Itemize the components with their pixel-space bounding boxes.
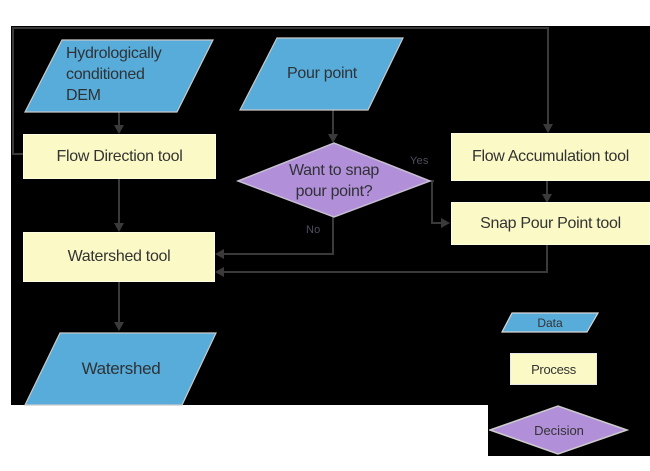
edge-snap-to-watershedtool-vertical (546, 244, 548, 273)
snap-pour-point-tool-label: Snap Pour Point tool (480, 214, 621, 232)
watershed-tool-label: Watershed tool (67, 248, 171, 265)
arrowhead-into-watershed-tool-upper (215, 249, 224, 259)
legend-data-parallelogram (501, 312, 599, 333)
decision-shape (236, 142, 432, 218)
watershed-parallelogram (24, 332, 217, 406)
edge-watershedtool-to-watershed (118, 281, 120, 322)
flow-direction-tool-box: Flow Direction tool (23, 134, 216, 179)
arrowhead-into-flow-accumulation (543, 124, 553, 133)
edge-yes-horizontal2 (431, 222, 441, 224)
edge-dem-to-flowdir (118, 111, 120, 125)
dem-label-line2: conditioned (66, 66, 145, 83)
flow-direction-tool-label: Flow Direction tool (56, 147, 183, 165)
decision-label-line1: Want to snap (288, 161, 380, 179)
watershed-label: Watershed (81, 359, 161, 378)
pour-point-parallelogram (239, 37, 404, 111)
arrowhead-into-snap-pour-point-top (542, 194, 552, 203)
arrowhead-into-snap-pour-point-left (441, 218, 450, 228)
edge-flowdir-to-watershedtool (118, 179, 120, 223)
pour-point-label: Pour point (287, 65, 357, 82)
arrowhead-into-decision (328, 134, 338, 143)
legend-decision-label: Decision (534, 422, 584, 438)
edge-flowdir-to-flowacc-stub (12, 153, 23, 155)
legend-data-label: Data (537, 315, 563, 330)
edge-pourpoint-to-decision (332, 110, 334, 134)
edge-flowacc-to-snap (546, 181, 548, 194)
edge-no-vertical (332, 217, 334, 255)
edge-no-horizontal (224, 253, 334, 255)
dem-parallelogram (24, 39, 214, 113)
edge-yes-vertical (431, 180, 433, 224)
decision-label-line2: pour point? (295, 182, 373, 200)
snap-pour-point-tool-box: Snap Pour Point tool (451, 202, 650, 245)
dem-label-line1: Hydrologically (66, 45, 162, 62)
arrowhead-into-watershed-tool-lower (215, 267, 224, 277)
no-edge-label: No (306, 224, 321, 236)
legend-process-box: Process (510, 353, 597, 385)
flow-accumulation-tool-box: Flow Accumulation tool (451, 133, 650, 181)
dem-label: Hydrologically conditioned DEM (66, 43, 201, 106)
yes-edge-label: Yes (410, 155, 429, 167)
watershed-tool-box: Watershed tool (23, 232, 215, 282)
flow-accumulation-tool-label: Flow Accumulation tool (471, 148, 630, 165)
arrowhead-into-watershed-tool-top (114, 223, 124, 232)
legend-decision-diamond (489, 405, 629, 455)
legend-decision-shape (489, 405, 629, 455)
dem-label-line3: DEM (66, 87, 101, 104)
legend-process-label: Process (531, 361, 576, 377)
legend-data-shape (501, 312, 599, 333)
pour-point-data-shape (239, 37, 404, 111)
arrowhead-into-flow-direction (114, 125, 124, 134)
edge-flowdir-to-flowacc-top-horizontal (12, 27, 549, 29)
edge-flowdir-to-flowacc-right-vertical (547, 27, 549, 124)
decision-label: Want to snap pour point? (236, 142, 432, 219)
watershed-data-shape (24, 332, 217, 406)
decision-diamond (236, 142, 432, 218)
edge-snap-to-watershedtool-horizontal (224, 271, 548, 273)
arrowhead-into-watershed (114, 322, 124, 331)
edge-flowdir-to-flowacc-left-vertical (12, 27, 14, 155)
dem-data-shape (24, 39, 214, 113)
